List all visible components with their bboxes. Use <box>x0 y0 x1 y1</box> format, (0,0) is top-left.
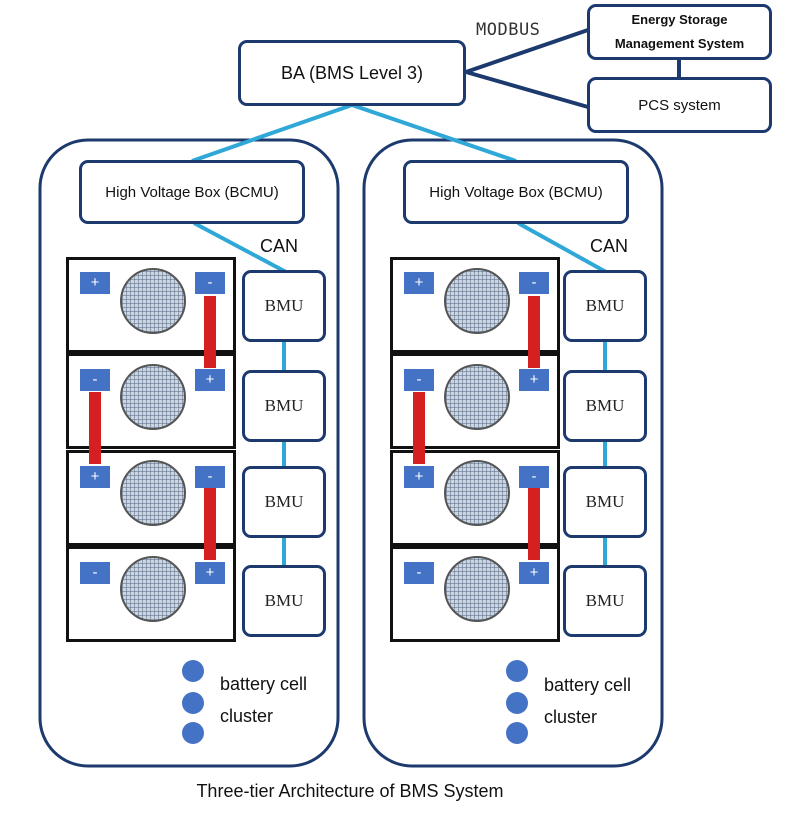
hv-box-label: High Voltage Box (BCMU) <box>105 183 279 201</box>
legend-dot <box>182 692 204 714</box>
bmu-box: BMU <box>242 370 326 442</box>
link-ba-hvbox-left <box>191 103 353 163</box>
cluster-outline-right <box>362 138 664 768</box>
positive-terminal: + <box>404 466 434 488</box>
link-ba-pcs <box>465 70 589 109</box>
positive-terminal: + <box>80 466 110 488</box>
legend-dot <box>506 722 528 744</box>
bmu-box: BMU <box>563 565 647 637</box>
bmu-label: BMU <box>264 492 304 511</box>
cluster-outline-left <box>38 138 340 768</box>
bmu-box: BMU <box>563 270 647 342</box>
busbar <box>89 392 101 464</box>
bmu-box: BMU <box>563 466 647 538</box>
legend-battery-cell: battery cell <box>544 675 632 695</box>
bmu-label: BMU <box>264 591 304 610</box>
can-label-left: CAN <box>260 236 299 256</box>
bmu-label: BMU <box>585 492 625 511</box>
link-ba-hvbox-right <box>351 103 517 163</box>
bmu-label: BMU <box>585 396 625 415</box>
cooling-fan-icon <box>120 460 186 526</box>
busbar <box>204 296 216 368</box>
ba-label: BA (BMS Level 3) <box>280 62 424 83</box>
modbus-label: MODBUS <box>476 20 541 40</box>
legend-battery-cell: battery cell <box>220 674 308 694</box>
ba-box: BA (BMS Level 3) <box>238 40 466 106</box>
legend-dot <box>182 660 204 682</box>
cooling-fan-icon <box>444 268 510 334</box>
bmu-label: BMU <box>264 396 304 415</box>
positive-terminal: + <box>519 369 549 391</box>
pcs-box: PCS system <box>587 77 772 133</box>
hv-box-left: High Voltage Box (BCMU) <box>79 160 305 224</box>
busbar <box>413 392 425 464</box>
cooling-fan-icon <box>120 268 186 334</box>
bmu-label: BMU <box>585 591 625 610</box>
cooling-fan-icon <box>444 364 510 430</box>
positive-terminal: + <box>519 562 549 584</box>
busbar <box>528 296 540 368</box>
negative-terminal: - <box>80 562 110 584</box>
busbar <box>204 488 216 560</box>
positive-terminal: + <box>404 272 434 294</box>
link-ba-ems <box>465 28 589 74</box>
legend-cluster: cluster <box>544 707 598 727</box>
ems-label: Energy Storage Management System <box>614 12 745 51</box>
bmu-box: BMU <box>242 466 326 538</box>
cooling-fan-icon <box>120 556 186 622</box>
cooling-fan-icon <box>444 556 510 622</box>
cooling-fan-icon <box>444 460 510 526</box>
link-hvbox-bmu-left <box>193 221 287 274</box>
bmu-box: BMU <box>242 565 326 637</box>
diagram-caption: Three-tier Architecture of BMS System <box>196 781 504 801</box>
ems-box: Energy Storage Management System <box>587 4 772 60</box>
positive-terminal: + <box>80 272 110 294</box>
negative-terminal: - <box>519 272 549 294</box>
hv-box-label: High Voltage Box (BCMU) <box>429 183 603 201</box>
legend-dot <box>506 692 528 714</box>
busbar <box>528 488 540 560</box>
legend-dot <box>506 660 528 682</box>
cooling-fan-icon <box>120 364 186 430</box>
positive-terminal: + <box>195 562 225 584</box>
negative-terminal: - <box>195 466 225 488</box>
negative-terminal: - <box>404 369 434 391</box>
legend-cluster: cluster <box>220 706 274 726</box>
negative-terminal: - <box>195 272 225 294</box>
negative-terminal: - <box>404 562 434 584</box>
link-hvbox-bmu-right <box>517 221 607 274</box>
legend-dot <box>182 722 204 744</box>
negative-terminal: - <box>80 369 110 391</box>
bmu-label: BMU <box>585 296 625 315</box>
pcs-label: PCS system <box>638 96 721 114</box>
hv-box-right: High Voltage Box (BCMU) <box>403 160 629 224</box>
negative-terminal: - <box>519 466 549 488</box>
bmu-box: BMU <box>563 370 647 442</box>
can-label-right: CAN <box>590 236 629 256</box>
bmu-label: BMU <box>264 296 304 315</box>
bmu-box: BMU <box>242 270 326 342</box>
positive-terminal: + <box>195 369 225 391</box>
